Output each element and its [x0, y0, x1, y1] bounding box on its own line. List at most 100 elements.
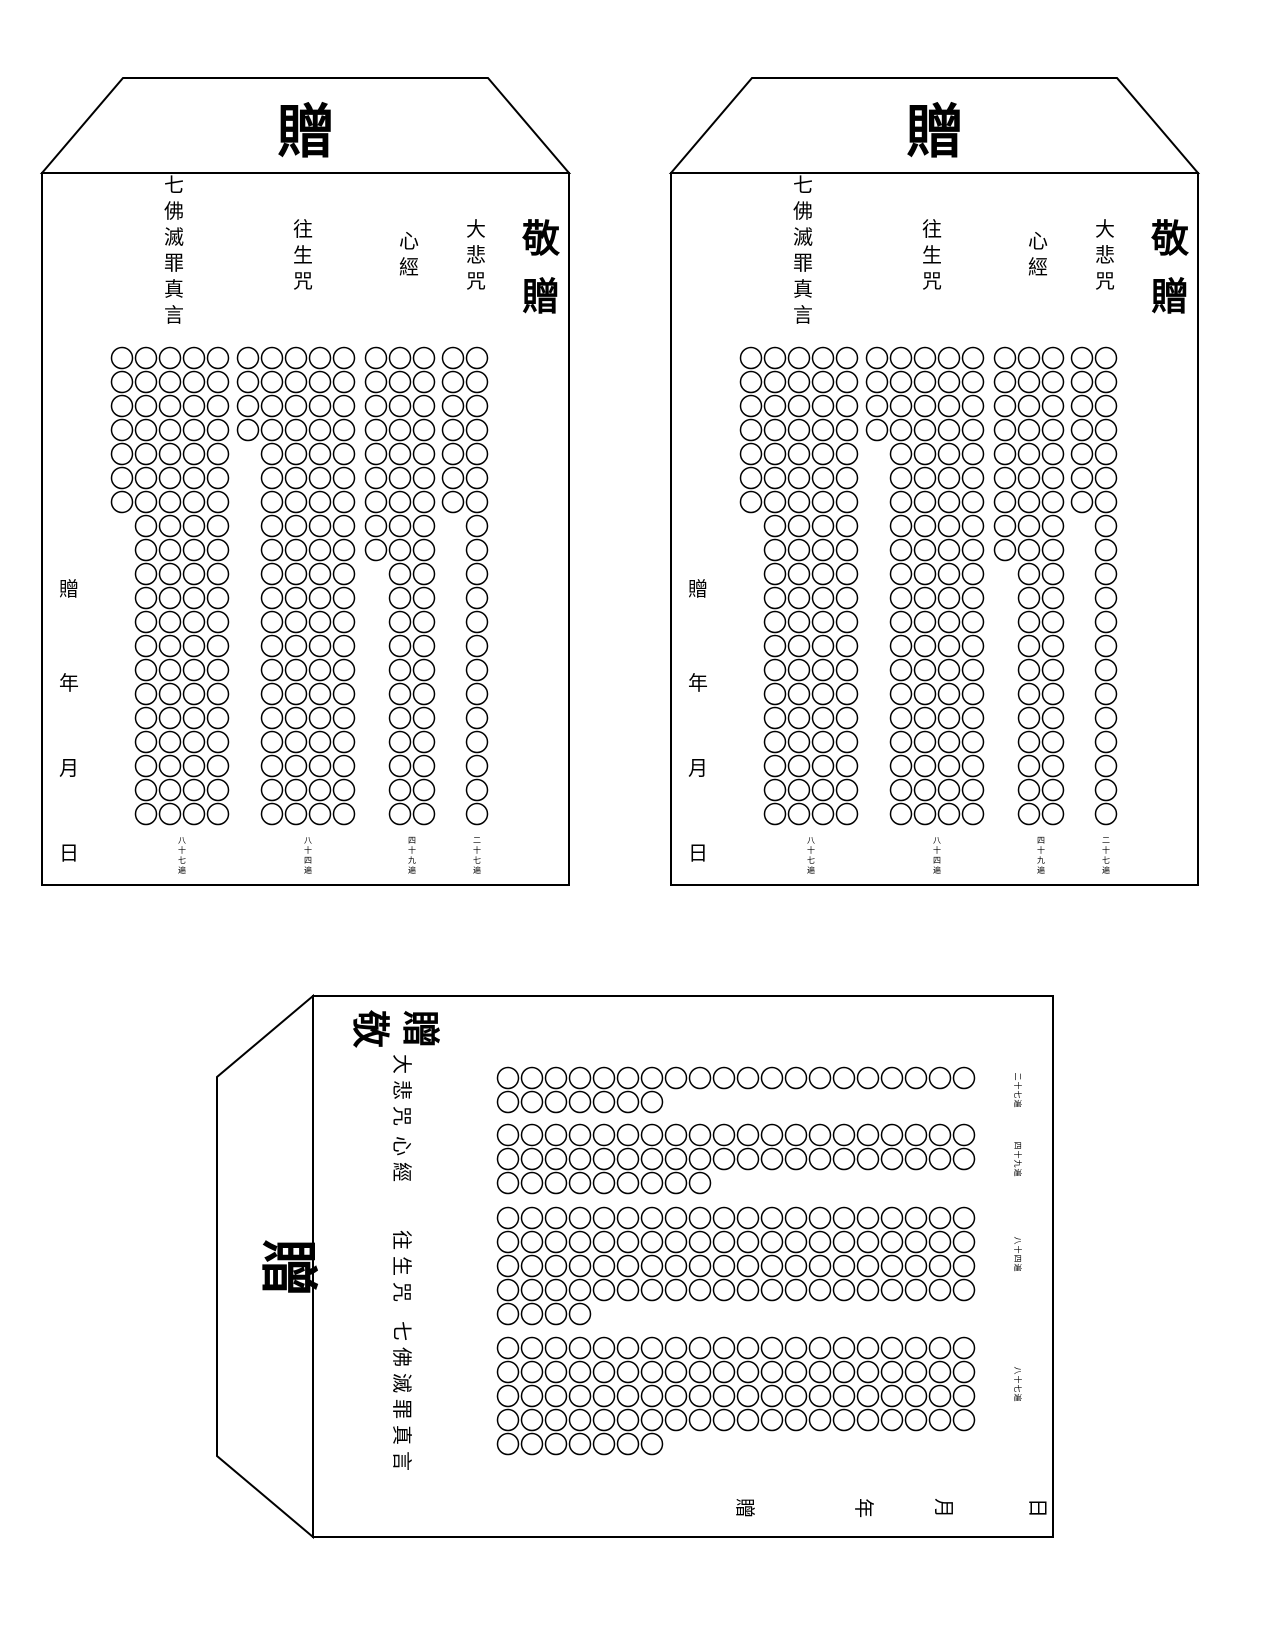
bead: [496, 1254, 520, 1278]
bead: [465, 418, 489, 442]
respectful-gift-label: 敬贈: [521, 217, 561, 319]
bead: [332, 802, 356, 826]
bead: [763, 394, 787, 418]
bead: [784, 1066, 808, 1090]
bead: [158, 730, 182, 754]
bead: [712, 1408, 736, 1432]
bead: [763, 538, 787, 562]
count-label-2: 四十九遍: [408, 836, 416, 875]
bead: [640, 1066, 664, 1090]
bead: [388, 514, 412, 538]
bead: [284, 538, 308, 562]
bead: [664, 1384, 688, 1408]
bead: [568, 1090, 592, 1114]
date-field-1: 年: [59, 671, 79, 695]
bead: [206, 490, 230, 514]
bead: [835, 418, 859, 442]
bead: [688, 1123, 712, 1147]
bead: [412, 538, 436, 562]
date-field-0: 贈: [733, 1498, 757, 1518]
count-label-2: 四十九遍: [1037, 836, 1045, 875]
bead: [664, 1254, 688, 1278]
bead: [182, 754, 206, 778]
bead: [592, 1090, 616, 1114]
bead: [1017, 730, 1041, 754]
bead: [913, 730, 937, 754]
bead: [787, 610, 811, 634]
bead: [1017, 490, 1041, 514]
bead: [880, 1360, 904, 1384]
bead: [961, 730, 985, 754]
bead: [260, 442, 284, 466]
bead: [787, 754, 811, 778]
bead: [1017, 370, 1041, 394]
bead: [739, 370, 763, 394]
bead: [520, 1278, 544, 1302]
date-field-3: 日: [59, 841, 79, 865]
bead: [763, 562, 787, 586]
bead: [835, 562, 859, 586]
bead: [465, 538, 489, 562]
bead: [441, 418, 465, 442]
bead: [465, 682, 489, 706]
bead: [544, 1254, 568, 1278]
bead: [835, 466, 859, 490]
bead: [856, 1206, 880, 1230]
bead: [158, 514, 182, 538]
bead: [961, 346, 985, 370]
bead: [364, 394, 388, 418]
bead: [592, 1147, 616, 1171]
bead: [889, 658, 913, 682]
sutra-title-1: 往生咒: [922, 217, 942, 293]
bead: [763, 634, 787, 658]
bead: [1094, 514, 1118, 538]
bead: [664, 1123, 688, 1147]
bead: [1017, 442, 1041, 466]
bead: [182, 442, 206, 466]
bead: [206, 754, 230, 778]
bead: [736, 1360, 760, 1384]
bead: [1070, 418, 1094, 442]
bead: [1041, 778, 1065, 802]
bead-group-2: [993, 346, 1065, 826]
bead: [260, 490, 284, 514]
bead: [889, 394, 913, 418]
bead: [332, 586, 356, 610]
bead: [832, 1408, 856, 1432]
bead: [616, 1408, 640, 1432]
bead: [736, 1066, 760, 1090]
bead: [889, 706, 913, 730]
bead: [760, 1230, 784, 1254]
bead: [928, 1408, 952, 1432]
bead: [961, 418, 985, 442]
bead: [880, 1123, 904, 1147]
bead: [260, 538, 284, 562]
bead: [1094, 754, 1118, 778]
bead: [928, 1206, 952, 1230]
bead: [856, 1066, 880, 1090]
bead: [688, 1408, 712, 1432]
bead: [688, 1336, 712, 1360]
bead: [465, 730, 489, 754]
bead: [134, 610, 158, 634]
bead: [158, 610, 182, 634]
bead: [134, 586, 158, 610]
bead: [763, 490, 787, 514]
bead: [904, 1206, 928, 1230]
bead: [284, 682, 308, 706]
bead: [889, 586, 913, 610]
bead: [811, 730, 835, 754]
bead: [332, 538, 356, 562]
bead: [520, 1302, 544, 1326]
bead: [520, 1336, 544, 1360]
bead: [496, 1360, 520, 1384]
bead: [784, 1278, 808, 1302]
bead: [465, 346, 489, 370]
bead: [308, 586, 332, 610]
bead: [1094, 802, 1118, 826]
bead: [928, 1384, 952, 1408]
bead: [1017, 586, 1041, 610]
bead: [308, 418, 332, 442]
bead: [465, 466, 489, 490]
bead: [640, 1336, 664, 1360]
